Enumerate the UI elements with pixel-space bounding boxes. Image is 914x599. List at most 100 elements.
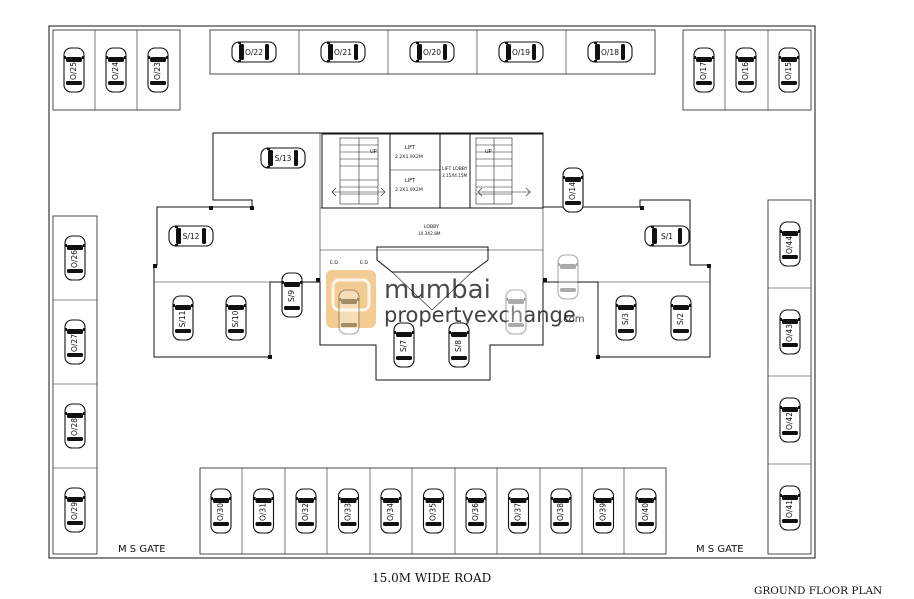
slot-label: O/25 bbox=[69, 62, 78, 80]
slot-label: O/30 bbox=[216, 503, 225, 521]
watermark-word2: propertyexchange bbox=[384, 303, 576, 327]
parking-slot: S/1 bbox=[644, 224, 690, 248]
slot-label: O/24 bbox=[111, 62, 120, 80]
cars-layer: O/22 O/21 O/20 O/19 O/18O/25 O/24 O/23 O/17 O/16… bbox=[62, 40, 802, 534]
parking-slot: O/34 bbox=[379, 488, 403, 534]
slot-label: S/9 bbox=[287, 290, 296, 302]
slot-label: O/26 bbox=[70, 250, 79, 268]
slot-label: S/12 bbox=[183, 232, 200, 241]
lift-lobby-label: LIFT LOBBY bbox=[442, 166, 468, 172]
parking-slot: S/12 bbox=[168, 224, 214, 248]
slot-label: S/2 bbox=[676, 313, 685, 325]
parking-slot: O/35 bbox=[422, 488, 445, 534]
watermark-suffix: .com bbox=[560, 314, 585, 325]
slot-label: O/40 bbox=[641, 503, 650, 521]
lobby-label: LOBBY bbox=[424, 224, 439, 230]
slot-label: O/44 bbox=[785, 236, 794, 254]
entrance-steps bbox=[376, 246, 489, 311]
slot-label: O/37 bbox=[514, 503, 523, 521]
slot-label: O/27 bbox=[70, 334, 79, 352]
lift-2-size: 2.2X1.9X2M bbox=[395, 187, 423, 193]
parking-slot: O/28 bbox=[63, 403, 87, 449]
parking-slot: O/42 bbox=[778, 397, 802, 443]
gate-label-right: M S GATE bbox=[696, 544, 744, 555]
slot-label: O/43 bbox=[785, 324, 794, 342]
parking-slot: S/8 bbox=[447, 322, 471, 368]
parking-slot: O/20 bbox=[409, 40, 455, 64]
slot-label: O/28 bbox=[70, 418, 79, 436]
slot-label: O/39 bbox=[599, 503, 608, 521]
site-boundary bbox=[48, 25, 816, 559]
parking-slot: O/39 bbox=[592, 488, 615, 534]
slot-label: S/3 bbox=[621, 313, 630, 325]
parking-slot: O/29 bbox=[63, 487, 87, 533]
parking-slot: O/40 bbox=[634, 488, 658, 534]
slot-label: O/41 bbox=[785, 500, 794, 518]
slot-label: S/10 bbox=[231, 310, 240, 327]
staircase-left bbox=[321, 133, 391, 209]
stair-up-right: UP bbox=[485, 149, 492, 155]
lift-1-size: 2.2X1.9X2M bbox=[395, 154, 423, 160]
parking-slot: S/11 bbox=[171, 295, 195, 341]
slot-label: O/33 bbox=[344, 503, 353, 521]
lift-1-label: LIFT bbox=[405, 145, 416, 151]
parking-slot: O/21 bbox=[320, 40, 366, 64]
parking-slot: S/3 bbox=[614, 295, 638, 341]
parking-slot: O/30 bbox=[209, 488, 233, 534]
parking-slot: O/32 bbox=[294, 488, 318, 534]
slot-label: O/42 bbox=[785, 412, 794, 430]
slot-label: O/20 bbox=[423, 48, 441, 57]
parking-slot: S/13 bbox=[260, 146, 306, 170]
parking-slot: S/2 bbox=[669, 295, 693, 341]
parking-slot: O/23 bbox=[146, 47, 170, 93]
ed-label-2: E.D bbox=[360, 260, 368, 266]
parking-slot: O/24 bbox=[104, 47, 128, 93]
parking-slot: O/26 bbox=[63, 235, 87, 281]
parking-slot: O/18 bbox=[587, 40, 633, 64]
stair-up-left: UP bbox=[370, 149, 377, 155]
slot-label: S/11 bbox=[178, 310, 187, 327]
parking-slot: O/16 bbox=[734, 47, 758, 93]
lift-2-label: LIFT bbox=[405, 178, 416, 184]
parking-slot: O/17 bbox=[692, 47, 716, 93]
parking-slot: S/10 bbox=[224, 295, 248, 341]
parking-slot: O/22 bbox=[231, 40, 277, 64]
parking-slot: O/38 bbox=[549, 488, 573, 534]
ed-label-1: E.D bbox=[330, 260, 338, 266]
slot-label: O/36 bbox=[471, 503, 480, 521]
parking-slot: O/15 bbox=[777, 47, 801, 93]
car-icon bbox=[337, 289, 361, 335]
slot-label: O/19 bbox=[512, 48, 530, 57]
slot-label: O/17 bbox=[699, 62, 708, 80]
parking-slot: S/9 bbox=[280, 272, 304, 318]
slot-label: O/32 bbox=[301, 503, 310, 521]
parking-slot: O/27 bbox=[63, 319, 87, 365]
slot-label: O/21 bbox=[334, 48, 352, 57]
slot-label: O/16 bbox=[741, 62, 750, 80]
lobby-size: 10.3X2.8M bbox=[418, 231, 441, 236]
lift-lobby-size: 3.15X4.15M bbox=[442, 173, 468, 178]
car-icon bbox=[556, 254, 580, 300]
column-markers bbox=[153, 206, 711, 359]
slot-label: O/18 bbox=[601, 48, 619, 57]
slot-label: O/35 bbox=[429, 503, 438, 521]
slot-label: O/14 bbox=[568, 182, 577, 200]
parking-slot: O/36 bbox=[464, 488, 488, 534]
parking-slot: O/43 bbox=[778, 309, 802, 355]
gate-label-left: M S GATE bbox=[118, 544, 166, 555]
staircase-right bbox=[469, 133, 544, 209]
slot-label: O/22 bbox=[245, 48, 263, 57]
parking-slot: O/14 bbox=[561, 167, 585, 213]
parking-slot: O/31 bbox=[252, 488, 275, 534]
slot-label: S/13 bbox=[275, 154, 292, 163]
slot-label: S/1 bbox=[661, 232, 673, 241]
slot-label: S/8 bbox=[454, 340, 463, 352]
parking-slot: S/7 bbox=[392, 322, 416, 368]
slot-label: O/29 bbox=[70, 502, 79, 520]
slot-label: O/15 bbox=[784, 62, 793, 80]
slot-label: O/34 bbox=[386, 503, 395, 521]
parking-slot: O/25 bbox=[62, 47, 86, 93]
parking-slot: O/33 bbox=[337, 488, 360, 534]
parking-slot: O/41 bbox=[778, 485, 802, 531]
